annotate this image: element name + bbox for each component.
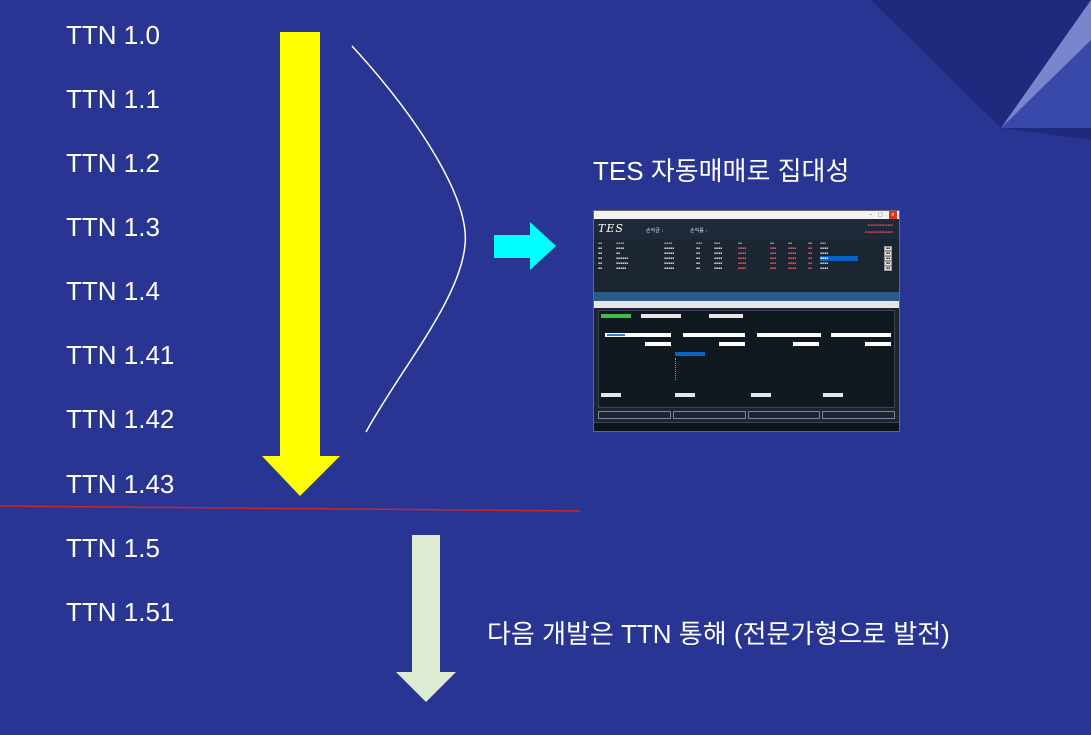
table-row: ▪▪▪▪▪▪▪▪▪ ▪▪▪▪▪▪▪▪▪▪ ▪▪▪▪▪▪▪▪▪▪▪▪▪ ▪▪: [598, 251, 893, 256]
tab: [822, 411, 895, 419]
select-field: [751, 393, 771, 397]
start-button: [601, 314, 631, 318]
table-header-row: ▪▪▪▪▪▪▪▪▪▪ ▪▪▪▪▪▪▪▪ ▪▪▪▪▪▪▪▪▪: [598, 241, 827, 245]
return-label: 손익률 :: [690, 228, 708, 234]
value-field: [719, 342, 745, 346]
order-settings-pane: [598, 310, 895, 408]
next-development-caption: 다음 개발은 TTN 통해 (전문가형으로 발전): [487, 619, 950, 649]
version-list: TTN 1.0 TTN 1.1 TTN 1.2 TTN 1.3 TTN 1.4 …: [66, 0, 326, 735]
maximize-icon: □: [878, 212, 883, 218]
version-item: TTN 1.42: [66, 404, 175, 434]
version-item: TTN 1.41: [66, 340, 175, 370]
table-row: ▪▪▪▪▪▪▪▪▪▪▪ ▪▪▪▪▪▪▪▪▪▪ ▪▪▪▪▪▪▪▪▪▪▪▪▪ ▪▪: [598, 246, 893, 251]
holdings-table: ▪▪▪▪▪▪▪▪▪▪ ▪▪▪▪▪▪▪▪ ▪▪▪▪▪▪▪▪▪ ▪▪▪▪▪▪▪▪▪▪…: [598, 241, 898, 271]
table-row: ▪▪▪▪▪▪▪▪▪▪▪▪▪ ▪▪▪▪▪▪▪▪▪▪ ▪▪▪▪▪▪▪▪▪▪▪▪▪ ▪…: [598, 261, 893, 266]
value-field: [865, 342, 891, 346]
value-field: [793, 342, 819, 346]
header-status-line: ▬▬▬▬▬▬▬▬▬▬: [864, 230, 893, 234]
arrow-right-icon: [494, 222, 556, 270]
tes-app-screenshot: – □ × TES 손익금 : 손익률 : ▬▬▬▬▬▬▬▬▬ ▬▬▬▬▬▬▬▬…: [593, 210, 900, 432]
version-item: TTN 1.4: [66, 276, 160, 306]
app-header: [594, 219, 899, 239]
select-field: [675, 393, 695, 397]
table-row: ▪▪▪▪▪▪▪▪▪▪▪▪ ▪▪▪▪▪▪▪▪▪▪ ▪▪▪▪▪▪▪▪▪▪▪▪▪ ▪▪: [598, 266, 893, 271]
select-field: [641, 314, 681, 318]
dropdown-selected: [675, 352, 705, 356]
window-titlebar: [594, 211, 899, 219]
input-field: [831, 333, 891, 337]
brace-curve: [351, 45, 467, 433]
input-field: [757, 333, 821, 337]
version-item: TTN 1.0: [66, 20, 160, 50]
status-bar: [594, 422, 899, 431]
arrow-down-icon: [396, 535, 456, 702]
tes-caption: TES 자동매매로 집대성: [593, 156, 850, 186]
select-field: [709, 314, 743, 318]
input-field: [683, 333, 745, 337]
select-field: [601, 393, 621, 397]
version-item: TTN 1.2: [66, 148, 160, 178]
input-fill: [607, 334, 625, 336]
version-item: TTN 1.43: [66, 469, 175, 499]
version-item: TTN 1.1: [66, 84, 160, 114]
profit-label: 손익금 :: [646, 228, 664, 234]
minimize-icon: –: [869, 212, 873, 218]
table-row: ▪▪▪▪▪▪▪▪▪▪▪▪▪ ▪▪▪▪▪▪▪▪▪▪ ▪▪▪▪▪▪▪▪▪▪▪▪▪ ▪…: [598, 256, 893, 261]
app-subtoolbar: [594, 301, 899, 308]
header-status-line: ▬▬▬▬▬▬▬▬▬: [867, 223, 893, 227]
tab: [747, 411, 821, 419]
dropdown-list: [675, 358, 699, 380]
bottom-tabs: [598, 411, 895, 419]
tab: [672, 411, 746, 419]
corner-decoration: [871, 0, 1091, 140]
window-controls: – □ ×: [870, 211, 897, 219]
close-icon: ×: [888, 211, 897, 219]
select-field: [823, 393, 843, 397]
tab: [598, 411, 671, 419]
input-field: [605, 333, 671, 337]
version-item: TTN 1.5: [66, 533, 160, 563]
app-logo: TES: [598, 222, 624, 235]
app-toolbar: [594, 292, 899, 301]
value-field: [645, 342, 671, 346]
version-item: TTN 1.51: [66, 597, 175, 627]
version-item: TTN 1.3: [66, 212, 160, 242]
